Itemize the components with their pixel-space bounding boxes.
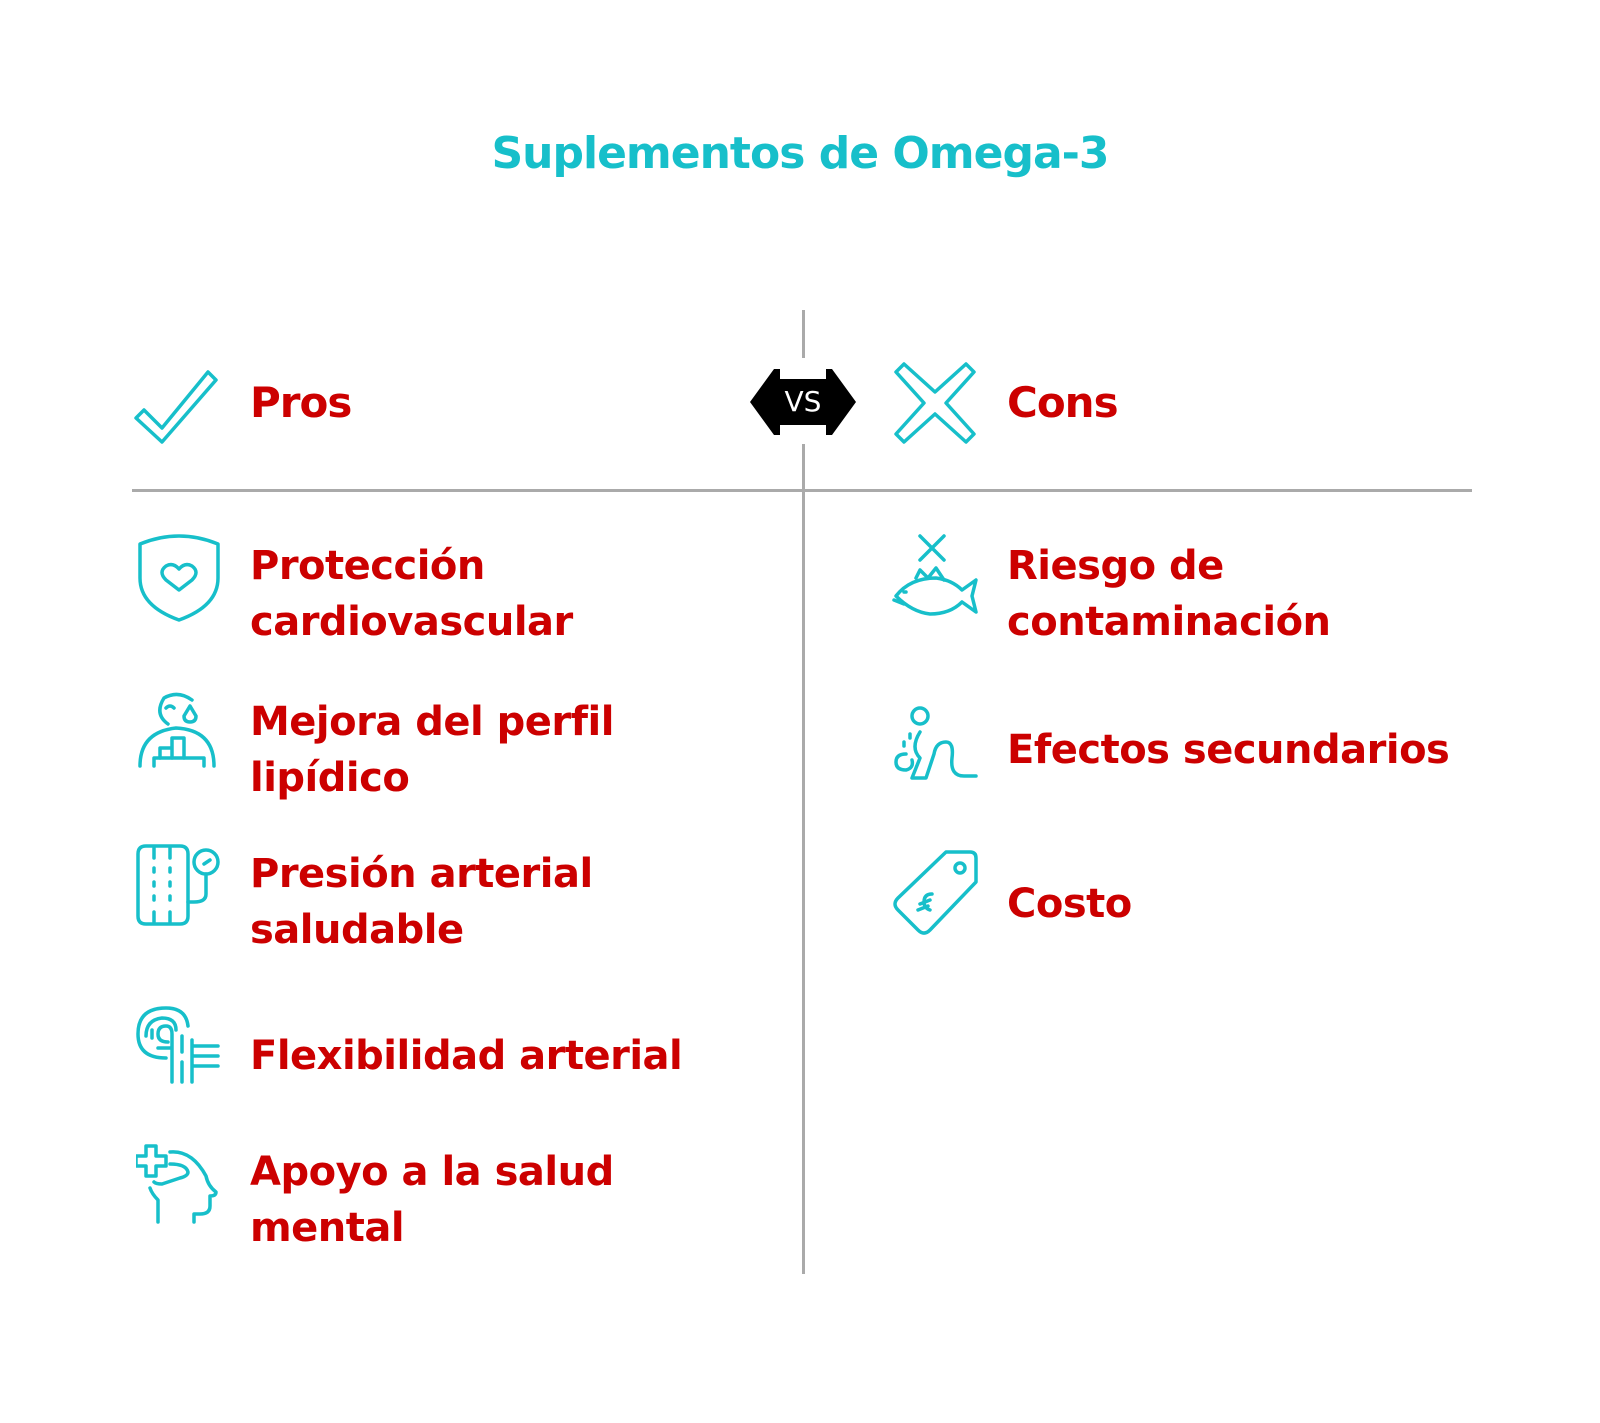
shield-heart-icon (134, 532, 224, 622)
checkmark-icon (132, 360, 222, 450)
price-tag-icon (890, 848, 980, 938)
person-cholesterol-icon (136, 690, 226, 780)
item-text: Apoyo a la salud (250, 1149, 614, 1195)
x-mark-icon (890, 358, 980, 448)
sick-person-icon (890, 702, 980, 792)
head-plus-icon (134, 1140, 226, 1230)
item-text: contaminación (1007, 599, 1331, 645)
vs-badge: VS (750, 363, 856, 441)
item-text: cardiovascular (250, 599, 573, 645)
list-item: Efectos secundarios (1007, 722, 1450, 778)
item-text: Flexibilidad arterial (250, 1033, 683, 1079)
item-text: mental (250, 1205, 405, 1251)
vs-label: VS (785, 385, 822, 418)
item-text: Costo (1007, 881, 1132, 927)
item-text: Protección (250, 543, 485, 589)
item-text: Riesgo de (1007, 543, 1224, 589)
item-text: Mejora del perfil (250, 699, 614, 745)
blood-pressure-icon (132, 840, 222, 930)
divider-horizontal (132, 489, 1472, 492)
artery-icon (132, 1002, 222, 1092)
list-item: Costo (1007, 876, 1132, 932)
cons-heading: Cons (1007, 378, 1119, 427)
item-text: Efectos secundarios (1007, 727, 1450, 773)
list-item: Presión arterial saludable (250, 846, 593, 958)
pros-heading: Pros (250, 378, 352, 427)
item-text: saludable (250, 907, 464, 953)
list-item: Flexibilidad arterial (250, 1028, 683, 1084)
contaminated-fish-icon (890, 532, 980, 622)
divider-vertical-top (802, 310, 805, 358)
item-text: lipídico (250, 755, 410, 801)
page-title: Suplementos de Omega-3 (491, 128, 1109, 179)
list-item: Riesgo de contaminación (1007, 538, 1331, 650)
list-item: Protección cardiovascular (250, 538, 573, 650)
divider-vertical (802, 444, 805, 1274)
list-item: Mejora del perfil lipídico (250, 694, 614, 806)
list-item: Apoyo a la salud mental (250, 1144, 614, 1256)
item-text: Presión arterial (250, 851, 593, 897)
